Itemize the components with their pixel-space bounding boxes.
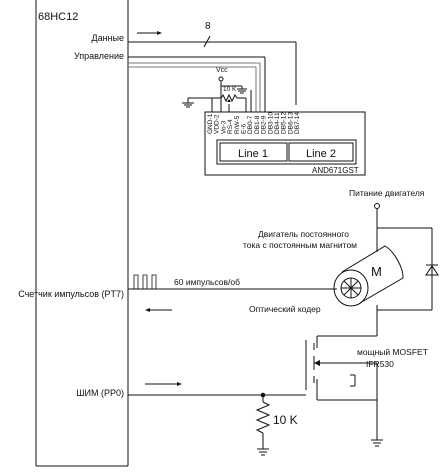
lcd-pin-label: DB5-12: [281, 112, 288, 134]
lcd-pin-label: VDD-2: [214, 114, 221, 134]
resistor-value: 10 K: [273, 413, 298, 427]
pwm-line: 10 K: [128, 382, 306, 456]
motor-supply-terminal: [374, 203, 380, 209]
motor-desc-2: тока с постоянным магнитом: [243, 240, 357, 250]
lcd-pin-label: DB0-7: [247, 115, 254, 134]
lcd-line2: Line 2: [306, 148, 336, 160]
pin-control-label: Управление: [74, 51, 124, 61]
optical-encoder: [340, 277, 362, 299]
lcd-pin-label: E-6: [241, 124, 248, 135]
pin-pwm-label: ШИМ (PP0): [76, 388, 124, 398]
motor-supply-label: Питание двигателя: [349, 188, 425, 198]
vcc-label: Vcc: [216, 67, 228, 74]
pot-label: 10 K: [223, 86, 237, 93]
lcd-model: AND671GST: [312, 166, 359, 175]
lcd-pin-label: RS-4: [227, 119, 234, 134]
counter-line: 60 импульсов/об: [128, 274, 337, 312]
lcd-pin-label: DB7-14: [294, 112, 301, 134]
pulldown-resistor: [255, 401, 271, 434]
motor-symbol: M: [371, 264, 382, 279]
dc-motor: M: [333, 245, 404, 307]
vcc-terminal: [218, 76, 224, 82]
mosfet-label-1: мощный MOSFET: [357, 347, 428, 357]
encoder-label: Оптический кодер: [249, 304, 321, 314]
lcd-pin-label: DB4-11: [274, 112, 281, 134]
mcu-title: 68HC12: [38, 11, 78, 23]
bus-width-label: 8: [205, 21, 211, 32]
pin-counter-label: Счетчик импульсов (PT7): [18, 289, 124, 299]
lcd-pin-label: R/W-5: [234, 115, 241, 134]
flyback-diode: [425, 264, 439, 276]
lcd-power-network: Vcc 10 K: [182, 67, 252, 112]
bus-slash: [203, 35, 211, 48]
motor-desc-1: Двигатель постоянного: [258, 229, 349, 239]
lcd-pin-label: DB1-8: [254, 115, 261, 134]
potentiometer: [220, 93, 238, 103]
pulse-train: [131, 274, 159, 290]
mosfet: мощный MOSFET IFR530: [305, 335, 428, 447]
lcd-pin-label: Vo-3: [220, 120, 227, 134]
mosfet-label-2: IFR530: [366, 359, 394, 369]
pulse-rate-label: 60 импульсов/об: [174, 277, 240, 287]
lcd-pin-label: GND-1: [207, 113, 214, 134]
data-bus: 8: [128, 21, 297, 105]
lcd-pin-label: DB3-10: [267, 112, 274, 134]
lcd-line1: Line 1: [238, 148, 268, 160]
lcd-pin-label: DB2-9: [261, 115, 268, 134]
lcd-pin-label: DB6-13: [287, 112, 294, 134]
pin-data-label: Данные: [91, 33, 124, 43]
control-bus: [128, 56, 266, 112]
